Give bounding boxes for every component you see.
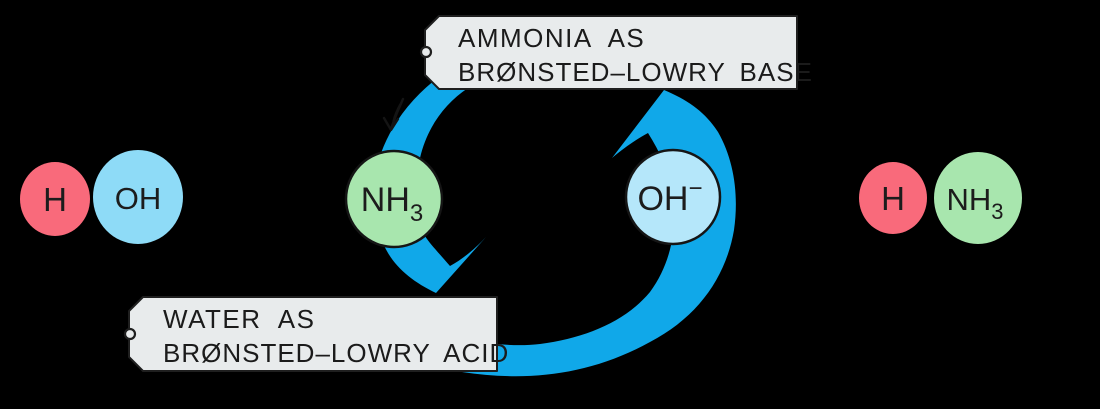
tag-box bbox=[128, 296, 498, 372]
water-oh-label: OH bbox=[115, 181, 162, 216]
water-acid-tag: WATER AS BRØNSTED–LOWRY ACID bbox=[123, 296, 509, 372]
ammonium-subscript-text: 3 bbox=[991, 199, 1003, 224]
ammonium-h-label: H bbox=[881, 180, 905, 217]
hydroxide-charge-text: − bbox=[688, 175, 702, 202]
hydroxide-oh-circle bbox=[624, 148, 722, 246]
water-oh-group-circle bbox=[93, 150, 183, 244]
hydroxide-oh-label: OH− bbox=[637, 175, 702, 218]
tag-box bbox=[424, 15, 798, 90]
ammonium-nh3-label: NH3 bbox=[946, 182, 1003, 224]
water-h-atom-circle bbox=[20, 162, 90, 236]
tag-hole-icon bbox=[419, 45, 433, 59]
water-tag-line2: BRØNSTED–LOWRY ACID bbox=[163, 338, 509, 368]
water-h-label: H bbox=[43, 181, 67, 218]
ammonia-tag-line2: BRØNSTED–LOWRY BASE bbox=[458, 57, 813, 87]
hand-drawn-arrow-icon bbox=[382, 97, 405, 132]
ammonia-nh3-circle bbox=[344, 149, 444, 249]
hydroxide-formula-text: OH bbox=[637, 180, 688, 218]
ammonium-nh3-circle bbox=[934, 152, 1022, 244]
ammonia-base-tag: AMMONIA AS BRØNSTED–LOWRY BASE bbox=[419, 15, 813, 90]
cycle-arrow-top bbox=[373, 39, 655, 293]
tag-hole-icon bbox=[123, 327, 137, 341]
water-tag-line1: WATER AS bbox=[163, 304, 315, 334]
ammonia-formula-text: NH bbox=[361, 181, 410, 219]
ammonium-h-atom-circle bbox=[859, 162, 927, 234]
ammonia-tag-line1: AMMONIA AS bbox=[458, 23, 645, 53]
ammonium-formula-text: NH bbox=[946, 182, 991, 217]
ammonia-subscript-text: 3 bbox=[410, 200, 423, 227]
ammonia-nh3-label: NH3 bbox=[361, 181, 423, 227]
